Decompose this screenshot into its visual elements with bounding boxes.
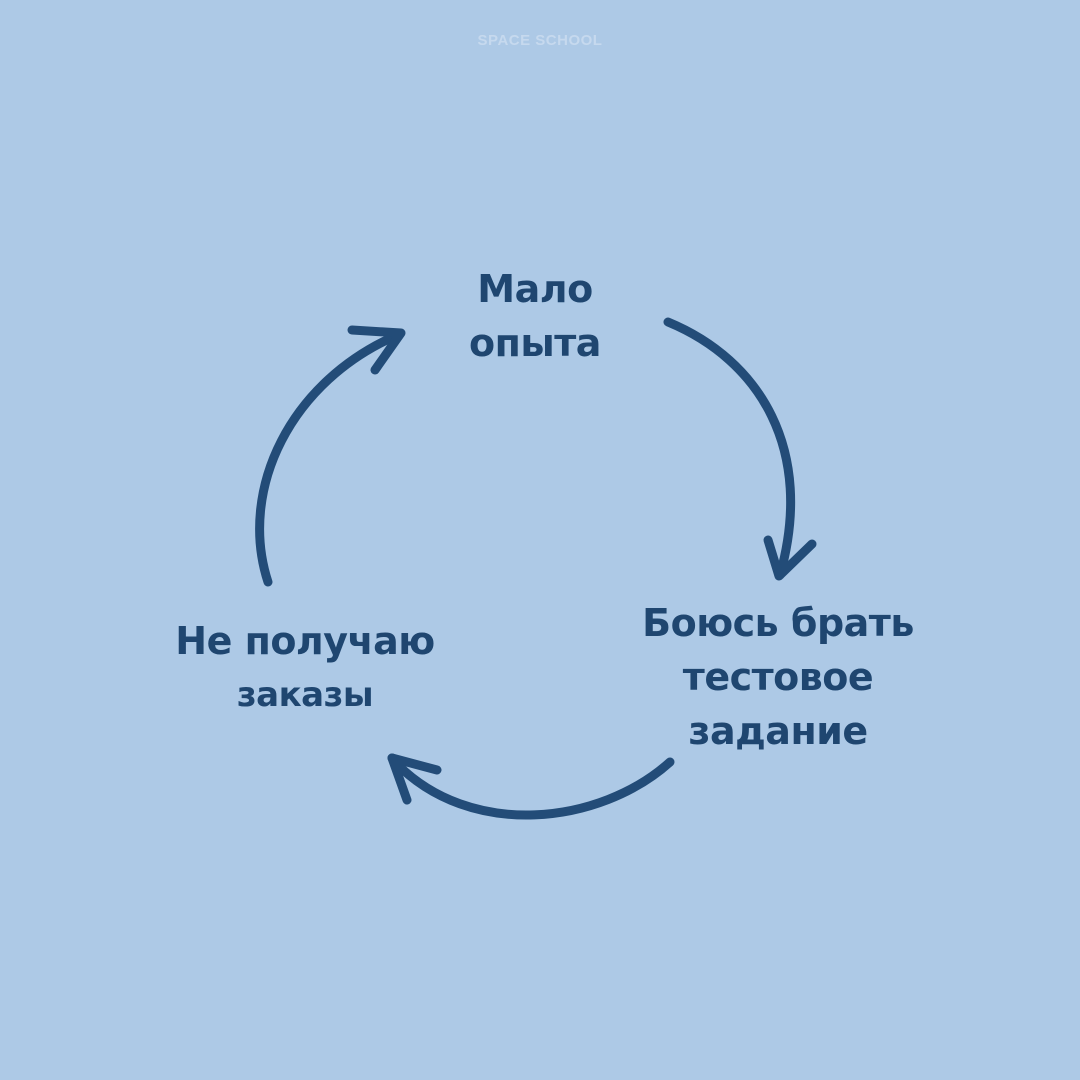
- node-afraid-test-task: Боюсь брать тестовое задание: [628, 596, 928, 758]
- node-afraid-test-task-line-1: Боюсь брать: [642, 601, 914, 645]
- node-little-experience-line-2: опыта: [469, 321, 601, 365]
- node-afraid-test-task-line-3: задание: [688, 709, 868, 753]
- arrow-right-to-left: [387, 753, 675, 820]
- node-no-orders: Не получаю заказы: [150, 614, 460, 722]
- arrow-top-to-right: [663, 317, 817, 581]
- watermark-logo: SPACE SCHOOL: [477, 32, 603, 49]
- node-little-experience: Мало опыта: [435, 262, 635, 370]
- arrow-left-to-top: [255, 325, 406, 587]
- node-no-orders-line-1: Не получаю: [175, 619, 435, 663]
- node-little-experience-line-1: Мало: [477, 267, 593, 311]
- node-no-orders-line-2: заказы: [236, 675, 374, 715]
- node-afraid-test-task-line-2: тестовое: [682, 655, 874, 699]
